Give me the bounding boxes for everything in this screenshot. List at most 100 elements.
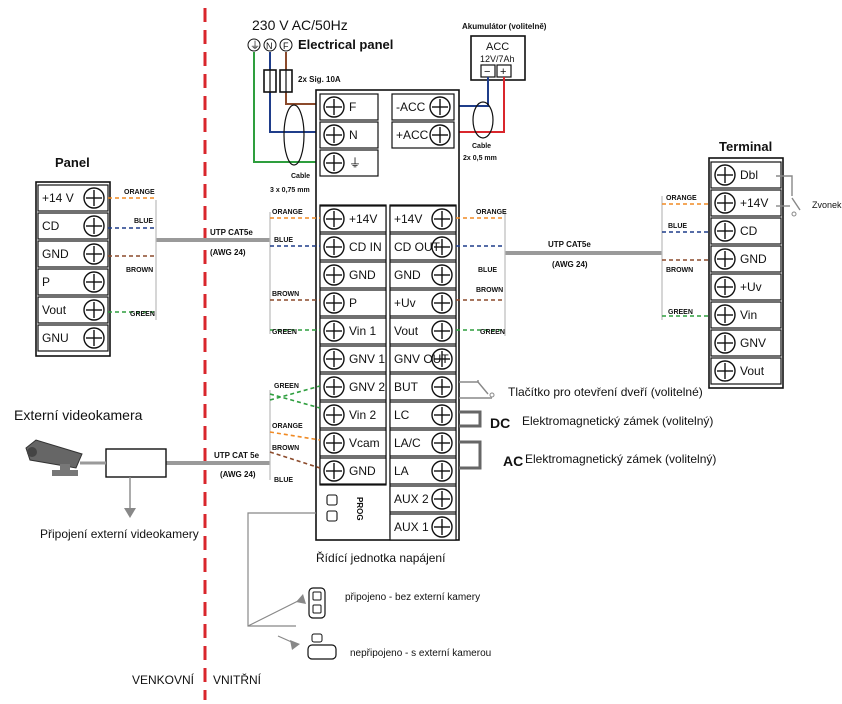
screw-icon <box>323 432 345 454</box>
cu-left-terminal-5: GNV 1 <box>319 345 387 373</box>
screw-icon <box>714 304 736 326</box>
ac-lock-label: Elektromagnetický zámek (volitelný) <box>525 452 716 466</box>
camera-brown-wire <box>269 451 321 469</box>
terminal-terminal-2: CD <box>710 217 782 245</box>
terminal-label: GND <box>349 268 376 282</box>
panel-title: Panel <box>55 155 90 170</box>
left-cable-awg: (AWG 24) <box>210 248 246 257</box>
screw-icon <box>323 460 345 482</box>
cable-bundles: ORANGEBLUEBROWNGREENORANGEBLUEBROWNGREEN… <box>108 189 711 484</box>
cu-right-terminal-4: Vout <box>389 317 457 345</box>
wire-color-label: GREEN <box>480 329 505 336</box>
terminal-label: Vout <box>740 364 765 378</box>
electrical-panel-title: Electrical panel <box>298 37 393 52</box>
wire-color-label: BROWN <box>272 445 299 452</box>
battery-minus: − <box>484 66 490 78</box>
screw-icon <box>429 96 451 118</box>
control-unit-power-terminals: FN⏚ <box>319 93 379 177</box>
wire-color-label: GREEN <box>274 383 299 390</box>
wire-color-label: ORANGE <box>272 209 303 216</box>
door-button-wire <box>459 380 479 383</box>
terminal-terminal-1: +14V <box>710 189 782 217</box>
screw-icon <box>83 243 105 265</box>
terminal-label: GNU <box>42 331 69 345</box>
phase-symbol-icon <box>279 38 293 52</box>
bell-switch <box>791 197 801 211</box>
fuse-label: 2x Sig. 10A <box>298 75 341 84</box>
prog-jumper-pin-bottom <box>326 510 338 522</box>
battery-positive-wire <box>443 77 505 133</box>
wire-color-label: GREEN <box>272 329 297 336</box>
right-cable-utp: UTP CAT5e <box>548 240 591 249</box>
jumper-disconnected-pin-top <box>311 633 323 643</box>
control-unit-title: Řídící jednotka napájení <box>316 550 446 565</box>
wire-color-label: BLUE <box>478 267 497 274</box>
terminal-label: +14 V <box>42 191 74 205</box>
terminal-label: -ACC <box>396 100 426 114</box>
wire-color-label: GREEN <box>130 311 155 318</box>
jumper-connected-pin-2 <box>312 604 322 614</box>
cu-left-terminal-7: Vin 2 <box>319 401 387 429</box>
terminal-label: Vcam <box>349 436 380 450</box>
screw-icon <box>323 124 345 146</box>
terminal-label: Vout <box>42 303 67 317</box>
terminal-label: CD IN <box>349 240 382 254</box>
camera-connection-label: Připojení externí videokamery <box>40 527 199 541</box>
mains-cable-sheath <box>283 104 305 166</box>
wire-color-label: BROWN <box>272 291 299 298</box>
screw-icon <box>714 248 736 270</box>
screw-icon <box>431 488 453 510</box>
terminal-label: Vin 1 <box>349 324 376 338</box>
camera-cable-awg: (AWG 24) <box>220 470 256 479</box>
dc-marker: DC <box>490 415 510 431</box>
terminal-label: BUT <box>394 380 419 394</box>
panel-terminal-5: GNU <box>37 324 109 352</box>
battery-spec: 12V/7Ah <box>480 54 515 64</box>
wire-color-label: ORANGE <box>124 189 155 196</box>
screw-icon <box>323 376 345 398</box>
screw-icon <box>83 215 105 237</box>
wire-color-label: ORANGE <box>476 209 507 216</box>
cu-right-terminal-2: GND <box>389 261 457 289</box>
panel-terminal-3: P <box>37 268 109 296</box>
screw-icon <box>431 404 453 426</box>
prog-label: PROG <box>355 497 364 521</box>
battery-plus: + <box>500 66 506 78</box>
terminal-label: CD <box>740 224 758 238</box>
cu-left-terminal-1: CD IN <box>319 233 387 261</box>
screw-icon <box>323 292 345 314</box>
terminal-label: AUX 1 <box>394 520 429 534</box>
screw-icon <box>431 292 453 314</box>
dc-lock-label: Elektromagnetický zámek (volitelný) <box>522 414 713 428</box>
terminal-label: +14V <box>394 212 422 226</box>
terminal-label: Vin 2 <box>349 408 376 422</box>
terminal-label: GNV 2 <box>349 380 385 394</box>
terminal-label: Vin <box>740 308 757 322</box>
jumper-connected-label: připojeno - bez externí kamery <box>345 592 480 603</box>
bell-wire-top <box>776 175 793 196</box>
panel-terminal-1: CD <box>37 212 109 240</box>
jumper-arrow-1 <box>247 599 301 627</box>
cu-right-terminal-1: CD OUT <box>389 233 457 261</box>
terminal-label: AUX 2 <box>394 492 429 506</box>
bell-label: Zvonek <box>812 200 842 210</box>
screw-icon <box>323 264 345 286</box>
screw-icon <box>83 327 105 349</box>
mains-symbols: ⏚ N F <box>247 38 293 52</box>
wire-color-label: GREEN <box>668 309 693 316</box>
earth-symbol-icon <box>247 38 261 52</box>
screw-icon <box>714 360 736 382</box>
cu-acc-terminal-0: -ACC <box>391 93 455 121</box>
screw-icon <box>431 376 453 398</box>
screw-icon <box>431 432 453 454</box>
screw-icon <box>323 348 345 370</box>
battery-cable-sheath <box>472 101 494 139</box>
cu-power-terminal-0: F <box>319 93 379 121</box>
cu-left-terminal-9: GND <box>319 457 387 485</box>
jumper-arrow-1-head-icon <box>296 594 306 604</box>
control-unit-left-column <box>319 204 387 486</box>
